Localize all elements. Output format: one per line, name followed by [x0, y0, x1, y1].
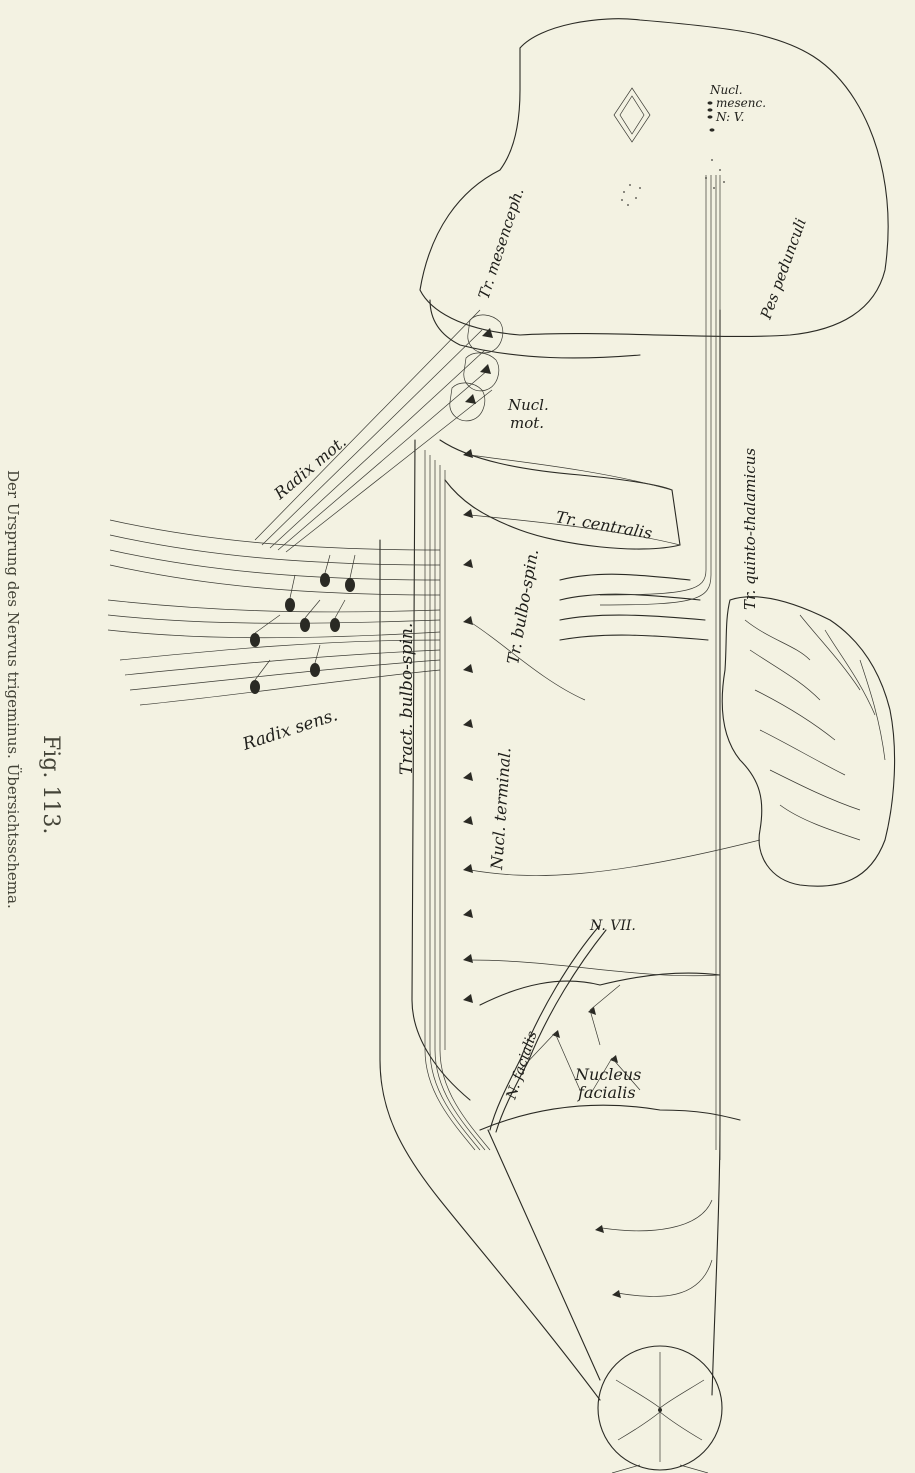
label-tr-bulbo-spin-upper: Tr. bulbo-spin.: [503, 548, 542, 666]
nucleus-motorius-cells: [450, 315, 503, 421]
figure-number: Fig. 113.: [38, 735, 63, 834]
label-nucl-mot-2: mot.: [510, 414, 544, 432]
spinal-cord-section: [598, 1346, 722, 1473]
brainstem-inner-border: [412, 440, 470, 1100]
label-radix-mot: Radix mot.: [270, 432, 350, 504]
cervical-cells: [595, 1200, 712, 1298]
radix-motoria-fibres: [255, 310, 492, 552]
label-nucl-mesenc-3: N: V.: [715, 110, 744, 124]
tract-quinto-thalamicus-lines: [600, 175, 720, 1160]
figure-caption: Der Ursprung des Nervus trigeminus. Über…: [4, 470, 22, 909]
label-pes-pedunculi: Pes pedunculi: [757, 216, 811, 323]
tract-bulbo-spinal-fibres: [425, 450, 490, 1150]
label-tr-quinto-thalamicus: Tr. quinto-thalamicus: [741, 448, 759, 610]
label-tr-centralis: Tr. centralis: [554, 507, 653, 543]
label-nucl-mesenc-2: mesenc.: [716, 96, 766, 110]
aqueduct-icon: [614, 88, 650, 142]
label-nucl-mesenc: Nucl.: [709, 83, 743, 97]
label-n-vii: N. VII.: [589, 918, 636, 934]
mesencephalic-nucleus-cells: [708, 101, 715, 131]
label-nucleus-facialis: Nucleus: [574, 1065, 641, 1084]
label-nucl-mot: Nucl.: [507, 396, 549, 414]
cerebellum-folia: [745, 615, 885, 840]
label-nucleus-facialis-2: facialis: [577, 1083, 636, 1102]
stipple-mesencephalon: [621, 159, 725, 206]
label-tract-bulbo-spin: Tract. bulbo-spin.: [397, 623, 417, 775]
medulla-transverse-upper: [480, 973, 720, 1005]
label-tr-mesenceph: Tr. mesenceph.: [475, 186, 528, 302]
radix-sensoria-fibres: [108, 520, 440, 705]
spinal-tract-to-cord: [488, 1130, 600, 1380]
cerebellar-peduncle: [560, 574, 708, 640]
medulla-transverse-lower: [480, 1105, 740, 1130]
label-n-facialis: N. facialis: [503, 1029, 540, 1102]
label-radix-sens: Radix sens.: [239, 705, 340, 755]
label-nucl-terminal: Nucl. terminal.: [487, 747, 515, 871]
